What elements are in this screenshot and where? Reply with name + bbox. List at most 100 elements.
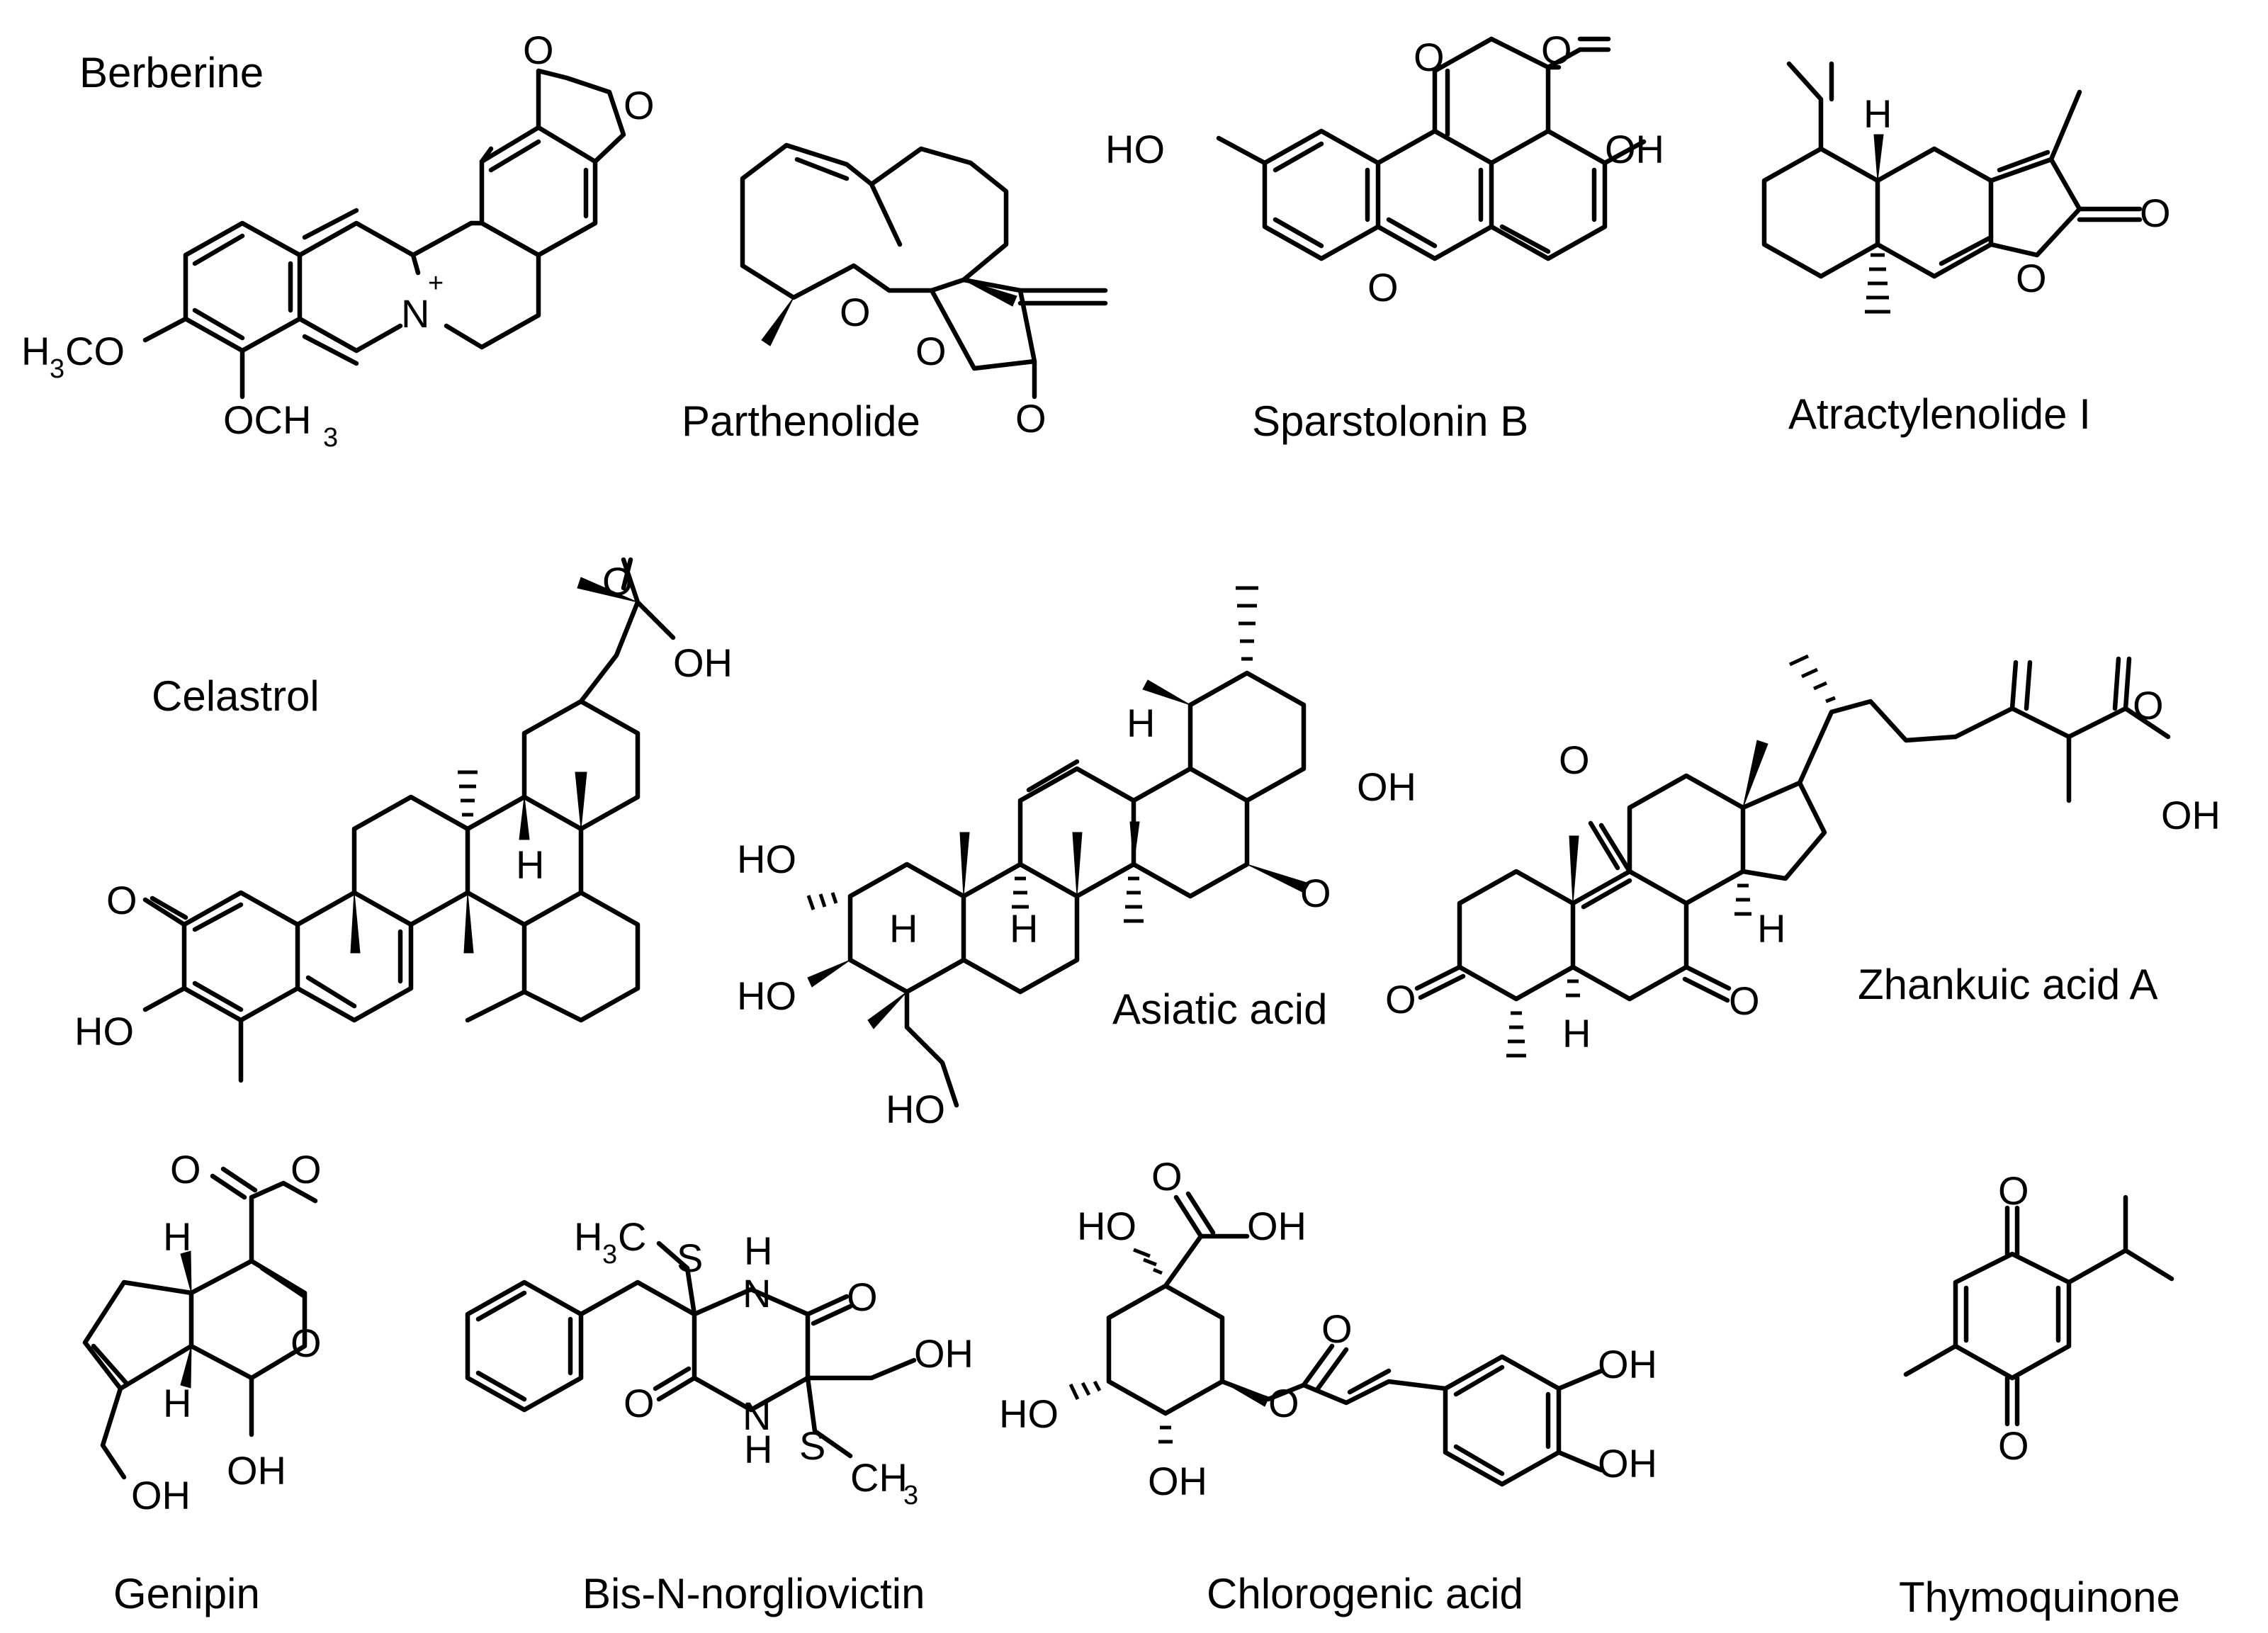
- chlorogenic-o-ester: O: [1268, 1381, 1299, 1425]
- celastrol-hash-methyl: [458, 770, 478, 817]
- bis-o-c4: O: [624, 1381, 655, 1425]
- celastrol-o-ketone: O: [106, 878, 137, 922]
- bis-nh-top-h: H: [744, 1228, 772, 1273]
- bis-nh-top: N: [743, 1271, 771, 1316]
- bis-ch3: CH: [850, 1455, 908, 1500]
- genipin-oh-ch2: OH: [131, 1473, 191, 1518]
- asiatic-o: O: [1300, 871, 1331, 915]
- bis-n-norgliovictin-label: Bis-N-norgliovictin: [582, 1570, 925, 1617]
- berberine-h3co-group: H 3 CO: [21, 329, 125, 384]
- celastrol-h: H: [516, 842, 544, 887]
- genipin-o-ring: O: [290, 1321, 322, 1365]
- chlorogenic-oh-ar1: OH: [1598, 1342, 1657, 1386]
- chlorogenic-acid-structure: O HO OH O HO O OH OH OH Chlorogenic acid: [999, 1154, 1657, 1617]
- chlorogenic-oh-c4: OH: [1148, 1459, 1207, 1503]
- sparstolonin-o-bridge: O: [1367, 265, 1399, 310]
- chlorogenic-o-ester-carbonyl: O: [1321, 1306, 1353, 1351]
- sparstolonin-b-label: Sparstolonin B: [1252, 397, 1528, 445]
- zhankuic-hash-c14: [1734, 883, 1751, 916]
- zhankuic-o-c7: O: [1729, 978, 1760, 1023]
- chlorogenic-ho-c1: HO: [1077, 1204, 1136, 1248]
- berberine-och3: OCH: [223, 397, 311, 442]
- bis-h3c-h: H: [574, 1214, 602, 1259]
- parthenolide-o-carbonyl: O: [1015, 396, 1046, 441]
- chlorogenic-hash-c5: [1068, 1380, 1102, 1401]
- berberine-h3co-h: H: [21, 329, 50, 373]
- zhankuic-o-acid: O: [2133, 683, 2164, 728]
- zhankuic-h-c5: H: [1562, 1011, 1591, 1056]
- bis-s-top: S: [677, 1236, 703, 1280]
- asiatic-hash-c2: [806, 892, 838, 910]
- asiatic-h-top: H: [1127, 701, 1155, 745]
- berberine-och3-group: OCH 3: [223, 397, 338, 453]
- atractylenolide-o-ring: O: [2016, 256, 2047, 300]
- parthenolide-structure: O O O Parthenolide: [682, 142, 1108, 445]
- celastrol-ho: HO: [74, 1009, 134, 1053]
- genipin-o-ester: O: [290, 1147, 322, 1192]
- celastrol-oh: OH: [673, 640, 733, 685]
- chlorogenic-hash-c4: [1158, 1425, 1173, 1444]
- berberine-n: N: [401, 291, 429, 336]
- thymoquinone-label: Thymoquinone: [1899, 1573, 2180, 1621]
- bis-nh-bottom-h: H: [744, 1427, 772, 1471]
- genipin-o-carbonyl: O: [170, 1147, 201, 1192]
- chlorogenic-acid-label: Chlorogenic acid: [1207, 1570, 1523, 1617]
- parthenolide-o-ring: O: [915, 329, 947, 373]
- bis-s-bottom: S: [799, 1423, 825, 1468]
- zhankuic-acid-a-label: Zhankuic acid A: [1858, 961, 2158, 1008]
- sparstolonin-o-carbonyl: O: [1541, 28, 1572, 72]
- asiatic-h-c9: H: [1010, 906, 1038, 951]
- asiatic-hash-h: [1012, 876, 1029, 909]
- berberine-h3co-sub: 3: [50, 354, 64, 384]
- celastrol-label: Celastrol: [152, 672, 320, 720]
- berberine-structure: O O H 3 CO OCH 3 N + Berberine: [21, 28, 655, 453]
- genipin-structure: O O H O H OH OH Genipin: [82, 1147, 322, 1617]
- genipin-label: Genipin: [113, 1570, 260, 1617]
- bis-o-c1: O: [847, 1275, 878, 1319]
- zhankuic-oh: OH: [2161, 793, 2221, 837]
- chlorogenic-oh-acid: OH: [1247, 1204, 1307, 1248]
- zhankuic-hash-side: [1788, 654, 1836, 704]
- bis-h3c-sub: 3: [602, 1240, 617, 1270]
- asiatic-hash-c8: [1124, 876, 1144, 923]
- atractylenolide-hash-methyl: [1865, 253, 1890, 314]
- berberine-h3co-rest: CO: [65, 329, 125, 373]
- berberine-o1: O: [523, 28, 554, 72]
- zhankuic-o-c11: O: [1559, 738, 1590, 782]
- zhankuic-hash-c5: [1566, 979, 1580, 998]
- asiatic-acid-structure: H OH O HO HO H H HO Asiatic acid: [737, 586, 1416, 1131]
- zhankuic-hash-c4: [1506, 1011, 1526, 1058]
- berberine-och3-sub: 3: [323, 423, 338, 453]
- thymoquinone-o-bottom: O: [1998, 1423, 2029, 1468]
- thymoquinone-o-top: O: [1998, 1168, 2029, 1213]
- celastrol-o-acid: O: [602, 559, 633, 604]
- atractylenolide-i-label: Atractylenolide I: [1788, 390, 2091, 438]
- celastrol-structure: O OH O HO H Celastrol: [74, 557, 733, 1083]
- chlorogenic-hash-c1: [1133, 1248, 1163, 1275]
- atractylenolide-i-structure: H O O Atractylenolide I: [1761, 61, 2171, 438]
- asiatic-hash-c20: [1236, 586, 1258, 661]
- asiatic-oh: OH: [1357, 764, 1416, 809]
- asiatic-h-c5: H: [889, 906, 918, 951]
- bis-ch3-sub: 3: [903, 1481, 918, 1510]
- bis-n-norgliovictin-structure: H 3 C S N H O O N H OH S CH 3 Bis-N-norg…: [465, 1214, 974, 1617]
- zhankuic-acid-a-structure: O OH O O O H H Zhankuic acid A: [1385, 654, 2221, 1058]
- berberine-label: Berberine: [79, 49, 264, 96]
- bis-nh-bottom: N: [743, 1394, 771, 1438]
- chlorogenic-o-carbonyl: O: [1151, 1154, 1183, 1199]
- genipin-h-bottom: H: [163, 1381, 191, 1425]
- thymoquinone-structure: O O Thymoquinone: [1899, 1168, 2180, 1621]
- asiatic-ho-c23: HO: [886, 1087, 945, 1131]
- berberine-plus: +: [428, 269, 444, 298]
- chlorogenic-ho-c5: HO: [999, 1391, 1059, 1436]
- sparstolonin-o-ring: O: [1414, 35, 1445, 79]
- atractylenolide-h: H: [1863, 91, 1892, 136]
- zhankuic-h-c14: H: [1757, 906, 1785, 951]
- sparstolonin-oh: OH: [1605, 127, 1664, 171]
- sparstolonin-b-structure: O O HO OH O Sparstolonin B: [1105, 28, 1664, 445]
- genipin-oh-c1: OH: [227, 1448, 286, 1493]
- asiatic-ho-c2: HO: [737, 837, 796, 881]
- parthenolide-label: Parthenolide: [682, 397, 920, 445]
